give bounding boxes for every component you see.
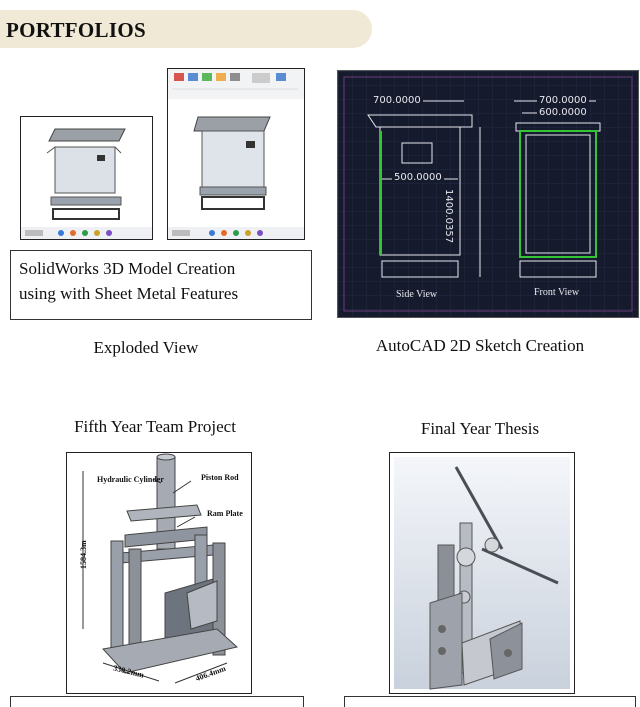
solidworks-screenshot-exploded xyxy=(20,116,153,240)
team-project-label: Fifth Year Team Project xyxy=(74,417,236,436)
section-header: PORTFOLIOS xyxy=(0,10,372,48)
autocad-drawing xyxy=(338,71,638,317)
dim-inner-right: 600.0000 xyxy=(537,107,589,118)
autocad-label: AutoCAD 2D Sketch Creation xyxy=(375,336,585,355)
thesis-machine-frame xyxy=(389,452,575,694)
solidworks-caption-line2: using with Sheet Metal Features xyxy=(19,284,239,303)
side-view-label: Side View xyxy=(396,289,438,300)
hydraulic-cylinder-label: Hydraulic Cylinder xyxy=(97,475,164,484)
piston-rod-label: Piston Rod xyxy=(201,473,239,482)
thesis-caption-box xyxy=(344,696,636,707)
autocad-screenshot: 700.0000 700.0000 600.0000 500.0000 1400… xyxy=(337,70,639,318)
front-view-label: Front View xyxy=(534,287,580,298)
thesis-label: Final Year Thesis xyxy=(420,419,540,438)
ram-plate-label: Ram Plate xyxy=(207,509,243,518)
solidworks-caption-line1: SolidWorks 3D Model Creation xyxy=(19,259,236,278)
dim-middle: 500.0000 xyxy=(392,172,444,183)
page-title: PORTFOLIOS xyxy=(6,18,146,42)
enclosure-exploded-image xyxy=(21,117,152,239)
press-height-label: 1584.3m xyxy=(79,540,88,569)
dim-top-left: 700.0000 xyxy=(371,95,423,106)
exploded-view-label: Exploded View xyxy=(93,338,199,357)
enclosure-assembled-image xyxy=(168,69,304,239)
hydraulic-press-image xyxy=(67,453,251,693)
dim-top-right: 700.0000 xyxy=(537,95,589,106)
team-project-caption-box xyxy=(10,696,304,707)
solidworks-caption-box: SolidWorks 3D Model Creation using with … xyxy=(10,250,312,320)
solidworks-screenshot-assembled xyxy=(167,68,305,240)
dim-height: 1400.0357 xyxy=(443,189,454,244)
thesis-machine-image xyxy=(394,457,570,690)
hydraulic-press-frame: Hydraulic Cylinder Piston Rod Ram Plate … xyxy=(66,452,252,694)
